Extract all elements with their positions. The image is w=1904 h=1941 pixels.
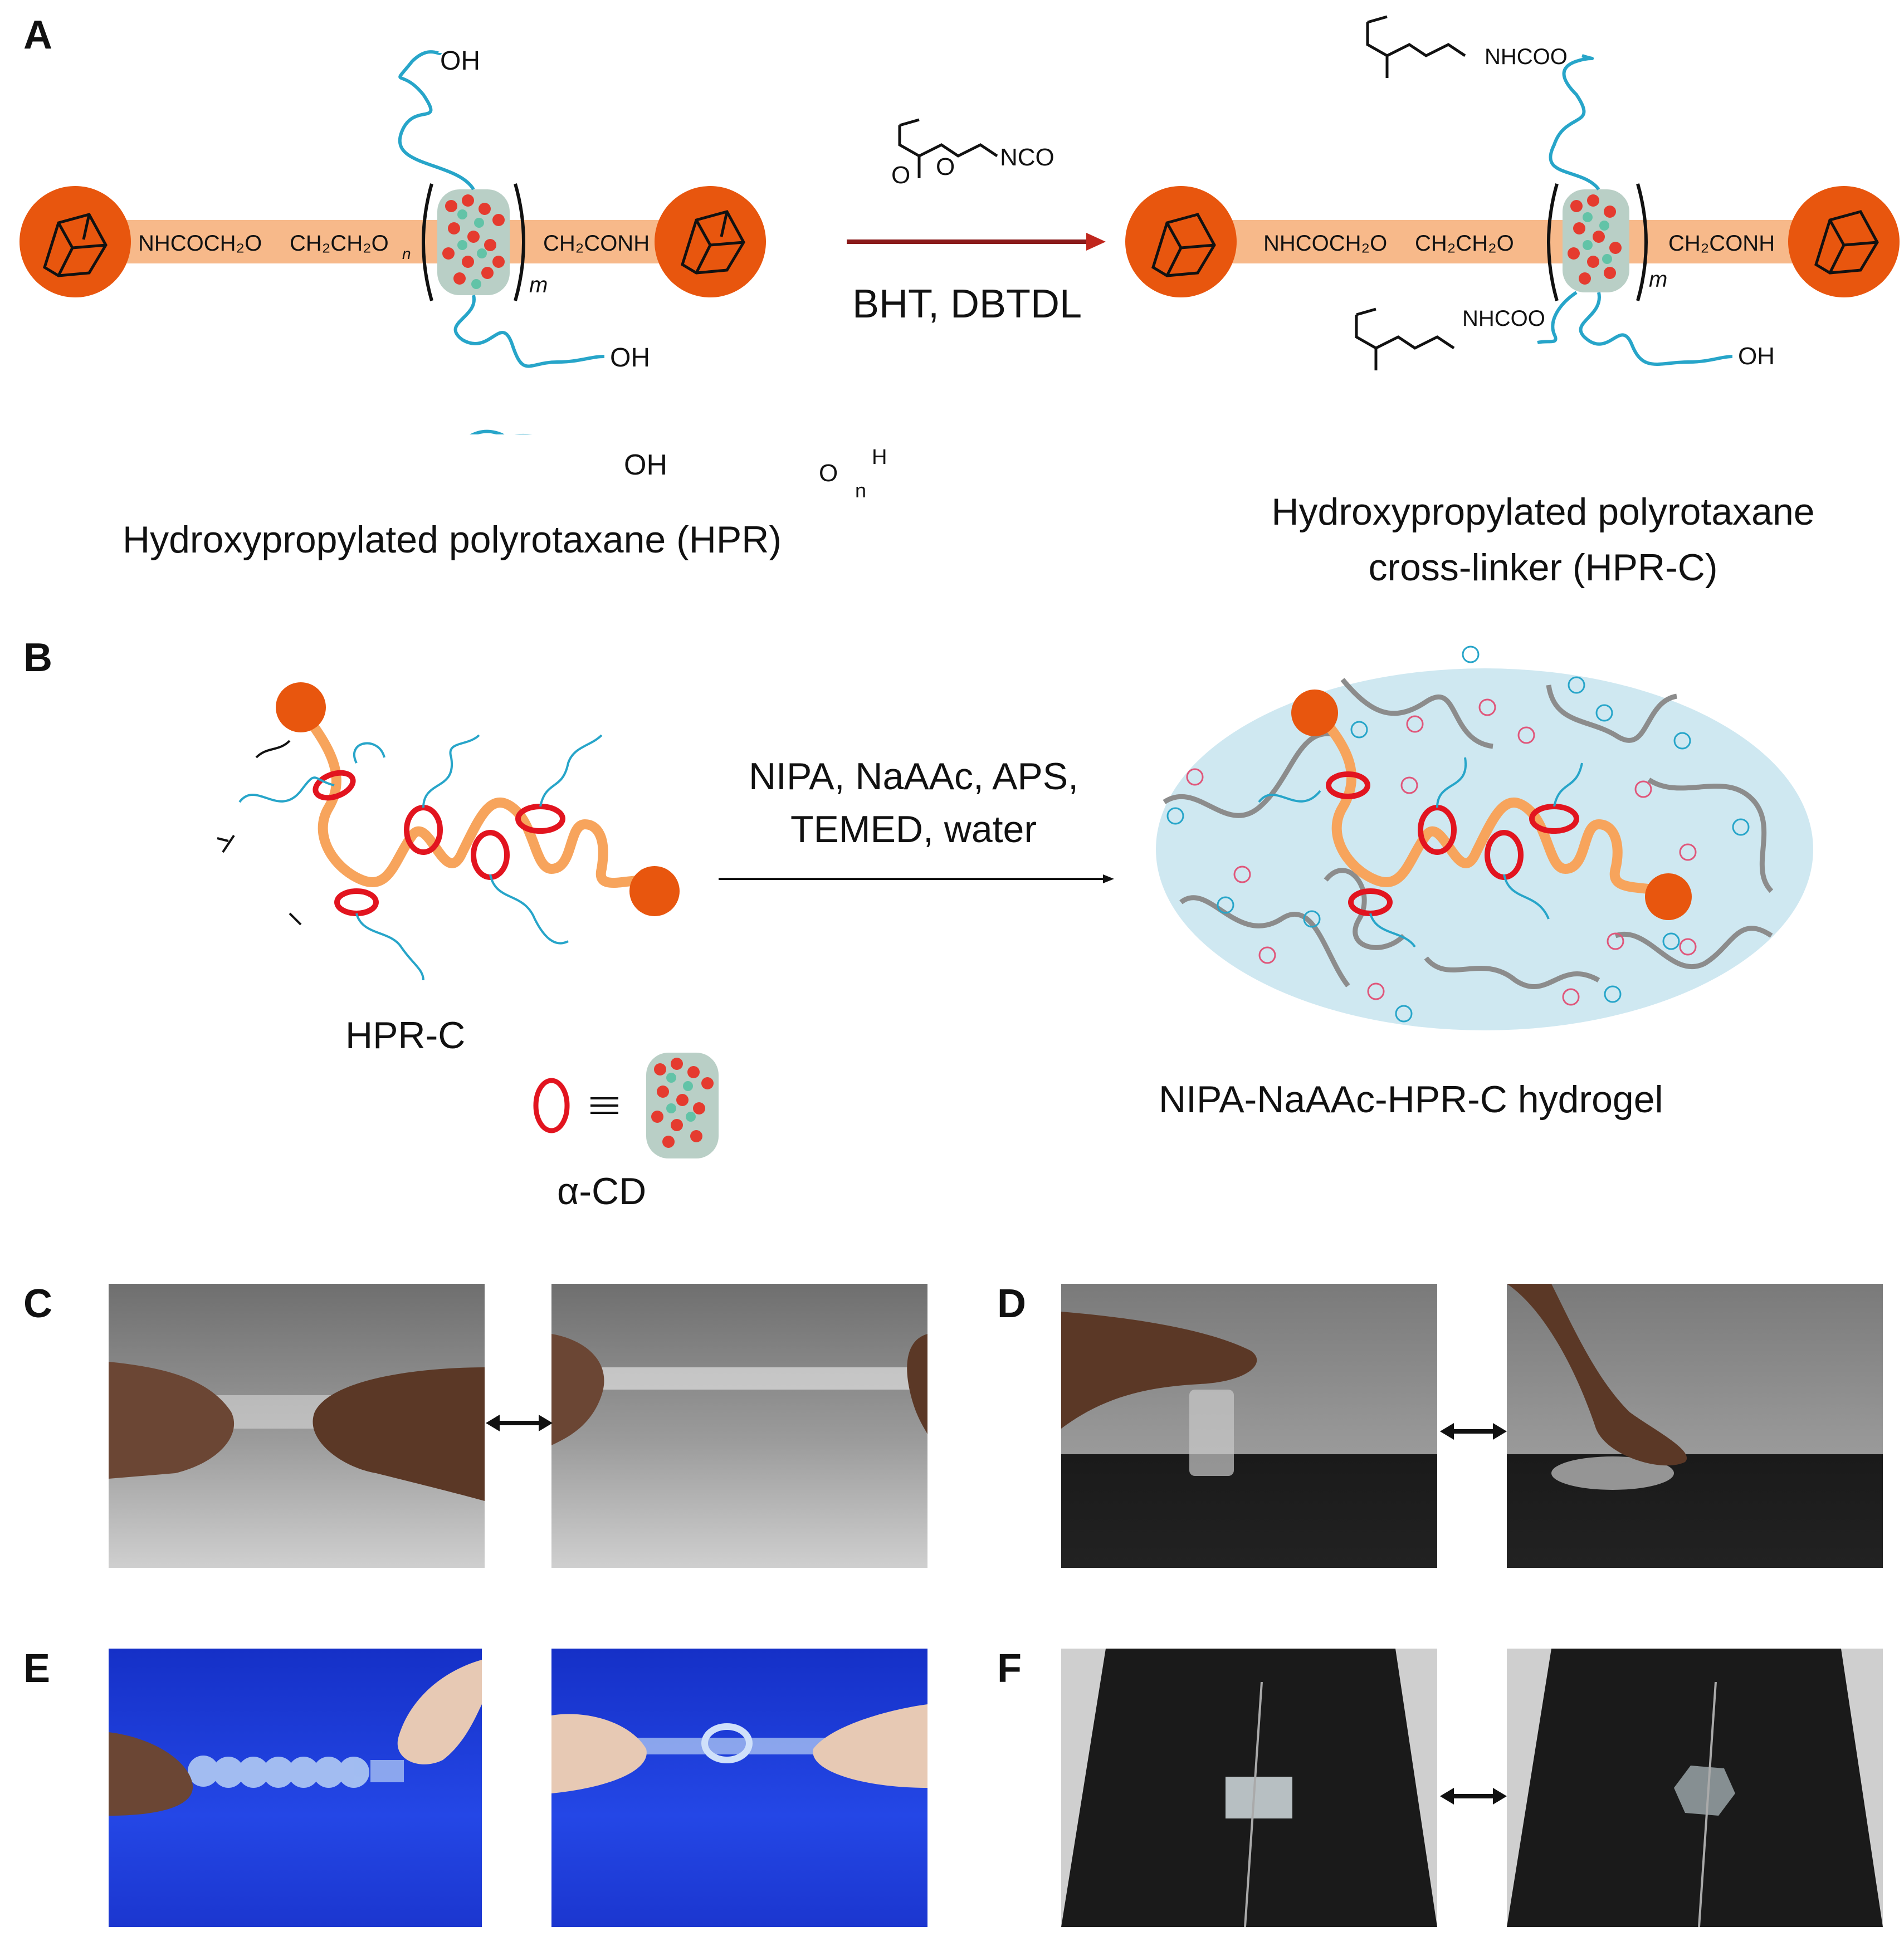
hpr-structure-diagram [19, 15, 1900, 434]
hpr-axle [72, 220, 691, 263]
panel-label-c: C [23, 1282, 52, 1326]
reaction-a-conditions: BHT, DBTDL [852, 282, 1082, 326]
legend-oh: OH [624, 449, 667, 481]
hydrogel-ellipse [1156, 668, 1813, 1030]
legend-pendant-chain-icon [469, 429, 533, 434]
photo-f-left [1061, 1649, 1437, 1927]
hprc-left-chain-label: NHCOCH₂O [1263, 231, 1388, 256]
hprc-oh: OH [1738, 343, 1775, 370]
panel-label-a: A [23, 13, 52, 57]
label-hprc-line1: Hydroxypropylated polyrotaxane [1271, 491, 1815, 533]
panel-label-b: B [23, 635, 52, 680]
reagent-nco-label: NCO [1000, 144, 1054, 171]
hprc-axle [1161, 220, 1852, 263]
reagent-o2-label: O [936, 153, 955, 180]
hprc-mid-group: NHCOO [1462, 306, 1545, 331]
hprc-stopper-top-icon [276, 682, 326, 732]
hprc-stopper-bottom-icon [629, 866, 680, 916]
label-hydrogel: NIPA-NaAAc-HPR-C hydrogel [1159, 1078, 1663, 1121]
hprc-repeat-unit-label: CH₂CH₂O [1415, 231, 1514, 256]
hprc-right-chain-label: CH₂CONH [1668, 231, 1775, 256]
hpr-sub-n: n [402, 245, 411, 262]
photo-d-right [1507, 1284, 1883, 1568]
panel-label-d: D [997, 1282, 1026, 1326]
acd-ring-icon [533, 1078, 570, 1133]
hpr-left-chain-label: NHCOCH₂O [138, 231, 262, 256]
legend-h: H [872, 446, 887, 469]
double-arrow-c-icon [486, 1409, 553, 1440]
label-hprc-schematic: HPR-C [345, 1014, 466, 1057]
cyclodextrin-icon [437, 189, 510, 295]
gel-stopper-top-icon [1291, 690, 1338, 736]
acd-cyclodextrin-icon [646, 1053, 719, 1158]
reagent-o-label: O [891, 162, 911, 189]
label-acd: α-CD [557, 1170, 647, 1212]
photo-c-right [551, 1284, 927, 1568]
photo-f-right [1507, 1649, 1883, 1927]
pendant-chain-top [398, 50, 475, 190]
double-arrow-d-icon [1440, 1417, 1507, 1448]
legend-n: n [855, 479, 867, 502]
photo-e-left [109, 1649, 482, 1927]
hpr-oh-bottom: OH [610, 343, 650, 373]
photo-d-left [1061, 1284, 1437, 1568]
double-arrow-f-icon [1440, 1782, 1507, 1813]
hpr-oh-top: OH [440, 46, 480, 76]
hpr-right-chain-label: CH₂CONH [543, 231, 650, 256]
panel-label-e: E [23, 1646, 51, 1691]
hprc-ring-icon [313, 770, 356, 801]
reaction-b-conditions-line1: NIPA, NaAAc, APS, [748, 755, 1079, 798]
hpr-sub-m: m [529, 273, 548, 297]
stopper-right-product-left-icon [1125, 186, 1237, 297]
label-hpr: Hydroxypropylated polyrotaxane (HPR) [123, 519, 782, 561]
reaction-b-conditions-line2: TEMED, water [790, 808, 1037, 850]
hprc-top-group: NHCOO [1485, 45, 1568, 69]
legend-o: O [819, 459, 838, 487]
panel-label-f: F [997, 1646, 1022, 1691]
hpr-repeat-unit-label: CH₂CH₂O [290, 231, 389, 256]
photo-c-left [109, 1284, 485, 1568]
gel-stopper-bottom-icon [1645, 873, 1692, 920]
stopper-right-icon [655, 186, 766, 297]
stopper-left-icon [19, 186, 131, 297]
label-hprc-line2: cross-linker (HPR-C) [1368, 546, 1718, 589]
stopper-right-product-right-icon [1788, 186, 1900, 297]
hprc-axle-curve [299, 708, 655, 891]
hprc-sub-m: m [1649, 267, 1668, 292]
hydrogel-formation-diagram [217, 646, 1813, 1158]
cyclodextrin-product-icon [1563, 189, 1629, 292]
pendant-chain-bottom [453, 295, 605, 368]
photo-e-right [551, 1649, 927, 1927]
